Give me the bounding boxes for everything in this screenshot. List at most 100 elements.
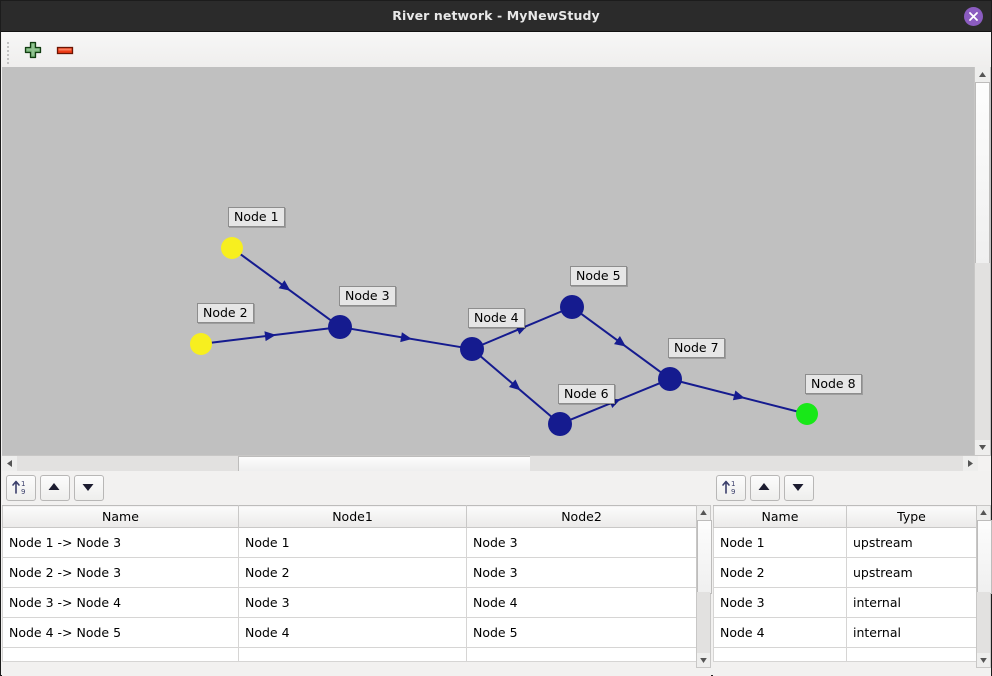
graph-node-label[interactable]: Node 1	[228, 207, 285, 227]
canvas-vscroll-thumb[interactable]	[975, 82, 990, 264]
add-plus-icon[interactable]	[22, 39, 44, 61]
table-cell[interactable]: Node 4	[466, 587, 697, 618]
branch-vscroll-track[interactable]	[697, 592, 710, 653]
graph-node[interactable]	[658, 367, 682, 391]
window-titlebar: River network - MyNewStudy	[1, 1, 991, 32]
column-header[interactable]: Name	[713, 505, 847, 528]
canvas-vertical-scrollbar[interactable]	[974, 67, 990, 455]
table-cell[interactable]: upstream	[846, 527, 977, 558]
svg-text:1: 1	[21, 480, 25, 488]
branch-move-down-button[interactable]	[74, 475, 104, 501]
table-cell[interactable]: Node 3 -> Node 4	[2, 587, 239, 618]
graph-node-label[interactable]: Node 6	[558, 384, 615, 404]
table-row-empty[interactable]	[2, 647, 697, 662]
remove-minus-icon[interactable]	[54, 39, 76, 61]
graph-node-label[interactable]: Node 4	[468, 308, 525, 328]
node-scroll-up-arrow[interactable]	[977, 506, 990, 520]
canvas-hscroll-thumb[interactable]	[238, 456, 532, 472]
graph-node-label[interactable]: Node 8	[805, 374, 862, 394]
table-cell[interactable]: Node 1	[713, 527, 847, 558]
graph-node-label[interactable]: Node 7	[668, 338, 725, 358]
graph-node[interactable]	[548, 412, 572, 436]
graph-node[interactable]	[328, 315, 352, 339]
table-cell[interactable]: Node 3	[238, 587, 467, 618]
node-panel-toolbar: 1 9	[713, 472, 991, 504]
table-cell-empty[interactable]	[2, 647, 239, 662]
node-scroll-down-arrow[interactable]	[977, 653, 990, 667]
table-cell[interactable]: Node 1	[238, 527, 467, 558]
table-cell-empty[interactable]	[846, 647, 977, 662]
table-cell[interactable]: Node 3	[713, 587, 847, 618]
scroll-up-arrow[interactable]	[975, 67, 990, 82]
graph-node[interactable]	[560, 295, 584, 319]
node-sort-button[interactable]: 1 9	[716, 475, 746, 501]
branch-sort-button[interactable]: 1 9	[6, 475, 36, 501]
canvas-horizontal-scrollbar[interactable]	[2, 455, 991, 472]
table-cell-empty[interactable]	[466, 647, 697, 662]
column-header[interactable]: Node2	[466, 505, 697, 528]
graph-node[interactable]	[190, 333, 212, 355]
column-header[interactable]: Name	[2, 505, 239, 528]
table-cell-empty[interactable]	[713, 647, 847, 662]
branch-scroll-up-arrow[interactable]	[697, 506, 710, 520]
graph-node[interactable]	[221, 237, 243, 259]
table-cell[interactable]: Node 5	[466, 617, 697, 648]
graph-node[interactable]	[796, 403, 818, 425]
toolbar-grip[interactable]	[6, 40, 11, 64]
column-header[interactable]: Node1	[238, 505, 467, 528]
table-row-empty[interactable]	[713, 647, 977, 662]
table-cell[interactable]: Node 3	[466, 557, 697, 588]
table-cell-empty[interactable]	[238, 647, 467, 662]
graph-node[interactable]	[460, 337, 484, 361]
canvas-hscroll-track-left[interactable]	[17, 456, 238, 471]
network-graph[interactable]	[2, 67, 991, 471]
branch-scroll-down-arrow[interactable]	[697, 653, 710, 667]
node-vscroll-thumb[interactable]	[977, 520, 992, 594]
canvas-hscroll-track-right[interactable]	[530, 456, 963, 471]
table-cell[interactable]: internal	[846, 587, 977, 618]
node-move-down-button[interactable]	[784, 475, 814, 501]
table-cell[interactable]: internal	[846, 617, 977, 648]
branch-vscroll-thumb[interactable]	[697, 520, 712, 594]
scroll-down-arrow[interactable]	[975, 440, 990, 455]
column-header[interactable]: Type	[846, 505, 977, 528]
branch-move-up-button[interactable]	[40, 475, 70, 501]
node-vscroll-track[interactable]	[977, 592, 990, 653]
node-table-vertical-scrollbar[interactable]	[976, 505, 992, 668]
river-network-canvas[interactable]: Node 1 Node 2 Node 3 Node 4 Node 5 Node 6 Node…	[2, 67, 991, 472]
graph-node-label[interactable]: Node 3	[339, 286, 396, 306]
graph-node-label[interactable]: Node 2	[197, 303, 254, 323]
node-move-up-button[interactable]	[750, 475, 780, 501]
scroll-right-arrow[interactable]	[963, 456, 978, 471]
graph-node-label[interactable]: Node 5	[570, 266, 627, 286]
table-cell[interactable]: Node 4 -> Node 5	[2, 617, 239, 648]
table-cell[interactable]: Node 2 -> Node 3	[2, 557, 239, 588]
table-cell[interactable]: Node 1 -> Node 3	[2, 527, 239, 558]
table-cell[interactable]: upstream	[846, 557, 977, 588]
table-cell[interactable]: Node 4	[238, 617, 467, 648]
table-cell[interactable]: Node 4	[713, 617, 847, 648]
branch-table-vertical-scrollbar[interactable]	[696, 505, 712, 668]
scroll-left-arrow[interactable]	[2, 456, 17, 471]
table-cell[interactable]: Node 2	[238, 557, 467, 588]
canvas-vscroll-track[interactable]	[975, 263, 990, 440]
table-cell[interactable]: Node 3	[466, 527, 697, 558]
close-icon[interactable]	[964, 7, 983, 26]
table-cell[interactable]: Node 2	[713, 557, 847, 588]
